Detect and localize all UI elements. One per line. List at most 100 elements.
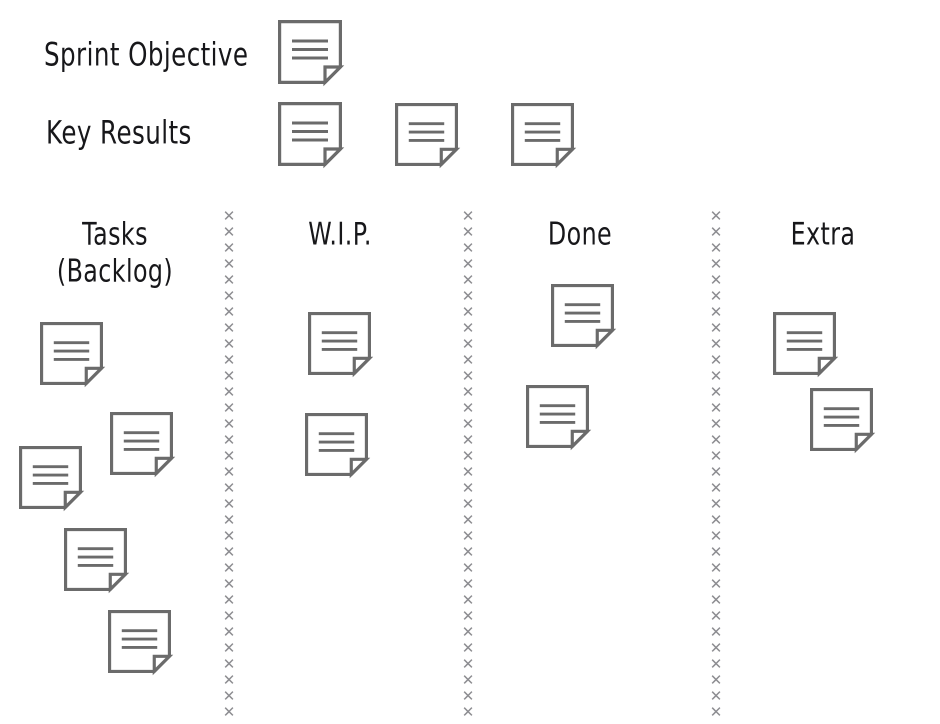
divider-x-icon: ✕	[222, 575, 236, 593]
divider-x-icon: ✕	[709, 687, 723, 705]
column-header-tasks-backlog: Tasks(Backlog)	[0, 216, 255, 290]
divider-x-icon: ✕	[709, 495, 723, 513]
divider-x-icon: ✕	[709, 607, 723, 625]
note-card-tasks-backlog-4[interactable]	[108, 610, 174, 676]
divider-x-icon: ✕	[222, 623, 236, 641]
divider-x-icon: ✕	[222, 447, 236, 465]
divider-x-icon: ✕	[709, 239, 723, 257]
divider-x-icon: ✕	[709, 511, 723, 529]
divider-x-icon: ✕	[461, 655, 475, 673]
note-card-done-1[interactable]	[526, 385, 592, 451]
divider-x-icon: ✕	[461, 255, 475, 273]
divider-x-icon: ✕	[461, 687, 475, 705]
divider-x-icon: ✕	[709, 527, 723, 545]
divider-x-icon: ✕	[461, 303, 475, 321]
divider-x-icon: ✕	[709, 287, 723, 305]
note-card-wip-1[interactable]	[305, 413, 371, 479]
divider-x-icon: ✕	[709, 383, 723, 401]
column-header-line: (Backlog)	[56, 253, 174, 290]
divider-x-icon: ✕	[461, 207, 475, 225]
divider-x-icon: ✕	[222, 463, 236, 481]
divider-x-icon: ✕	[222, 335, 236, 353]
column-header-extra: Extra	[683, 216, 940, 253]
divider-x-icon: ✕	[461, 223, 475, 241]
divider-x-icon: ✕	[709, 431, 723, 449]
row-label-0: Sprint Objective	[44, 36, 249, 75]
divider-x-icon: ✕	[222, 479, 236, 497]
divider-x-icon: ✕	[461, 527, 475, 545]
divider-x-icon: ✕	[222, 687, 236, 705]
divider-x-icon: ✕	[461, 703, 475, 721]
divider-x-icon: ✕	[709, 703, 723, 721]
column-header-line: Tasks	[82, 215, 148, 252]
divider-x-icon: ✕	[461, 431, 475, 449]
divider-x-icon: ✕	[709, 335, 723, 353]
divider-x-icon: ✕	[461, 495, 475, 513]
divider-x-icon: ✕	[709, 671, 723, 689]
divider-x-icon: ✕	[709, 351, 723, 369]
divider-x-icon: ✕	[709, 255, 723, 273]
divider-x-icon: ✕	[709, 319, 723, 337]
divider-x-icon: ✕	[461, 319, 475, 337]
note-card-tasks-backlog-0[interactable]	[40, 322, 106, 388]
divider-x-icon: ✕	[461, 463, 475, 481]
divider-x-icon: ✕	[222, 351, 236, 369]
divider-x-icon: ✕	[461, 479, 475, 497]
column-header-line: Done	[547, 215, 613, 252]
divider-x-icon: ✕	[222, 415, 236, 433]
divider-x-icon: ✕	[222, 303, 236, 321]
note-card-tasks-backlog-1[interactable]	[110, 412, 176, 478]
divider-x-icon: ✕	[709, 271, 723, 289]
note-card-done-0[interactable]	[551, 284, 617, 350]
divider-x-icon: ✕	[709, 639, 723, 657]
note-card-row-1-0[interactable]	[278, 102, 345, 169]
divider-x-icon: ✕	[709, 207, 723, 225]
divider-x-icon: ✕	[461, 591, 475, 609]
divider-x-icon: ✕	[222, 559, 236, 577]
column-divider-2: ✕✕✕✕✕✕✕✕✕✕✕✕✕✕✕✕✕✕✕✕✕✕✕✕✕✕✕✕✕✕✕✕	[708, 207, 724, 720]
divider-x-icon: ✕	[222, 431, 236, 449]
divider-x-icon: ✕	[222, 543, 236, 561]
divider-x-icon: ✕	[709, 463, 723, 481]
note-card-extra-0[interactable]	[773, 312, 839, 378]
divider-x-icon: ✕	[709, 367, 723, 385]
divider-x-icon: ✕	[709, 591, 723, 609]
divider-x-icon: ✕	[222, 367, 236, 385]
divider-x-icon: ✕	[461, 575, 475, 593]
note-card-tasks-backlog-3[interactable]	[64, 528, 130, 594]
note-card-tasks-backlog-2[interactable]	[19, 446, 85, 512]
divider-x-icon: ✕	[222, 383, 236, 401]
divider-x-icon: ✕	[709, 399, 723, 417]
note-card-row-0-0[interactable]	[278, 20, 345, 87]
divider-x-icon: ✕	[461, 399, 475, 417]
note-card-row-1-1[interactable]	[395, 103, 461, 169]
divider-x-icon: ✕	[222, 607, 236, 625]
column-header-line: Extra	[790, 215, 856, 252]
column-header-done: Done	[440, 216, 720, 253]
note-card-extra-1[interactable]	[810, 388, 876, 454]
divider-x-icon: ✕	[461, 447, 475, 465]
divider-x-icon: ✕	[709, 415, 723, 433]
divider-x-icon: ✕	[222, 271, 236, 289]
divider-x-icon: ✕	[461, 543, 475, 561]
divider-x-icon: ✕	[709, 543, 723, 561]
column-divider-1: ✕✕✕✕✕✕✕✕✕✕✕✕✕✕✕✕✕✕✕✕✕✕✕✕✕✕✕✕✕✕✕✕	[460, 207, 476, 720]
divider-x-icon: ✕	[709, 447, 723, 465]
divider-x-icon: ✕	[709, 575, 723, 593]
note-card-row-1-2[interactable]	[511, 103, 577, 169]
divider-x-icon: ✕	[222, 703, 236, 721]
divider-x-icon: ✕	[461, 271, 475, 289]
divider-x-icon: ✕	[461, 671, 475, 689]
divider-x-icon: ✕	[222, 671, 236, 689]
divider-x-icon: ✕	[222, 239, 236, 257]
divider-x-icon: ✕	[461, 239, 475, 257]
divider-x-icon: ✕	[222, 223, 236, 241]
divider-x-icon: ✕	[461, 351, 475, 369]
column-divider-0: ✕✕✕✕✕✕✕✕✕✕✕✕✕✕✕✕✕✕✕✕✕✕✕✕✕✕✕✕✕✕✕✕	[221, 207, 237, 720]
divider-x-icon: ✕	[222, 207, 236, 225]
divider-x-icon: ✕	[709, 655, 723, 673]
note-card-wip-0[interactable]	[308, 312, 374, 378]
divider-x-icon: ✕	[461, 623, 475, 641]
divider-x-icon: ✕	[709, 559, 723, 577]
divider-x-icon: ✕	[222, 591, 236, 609]
